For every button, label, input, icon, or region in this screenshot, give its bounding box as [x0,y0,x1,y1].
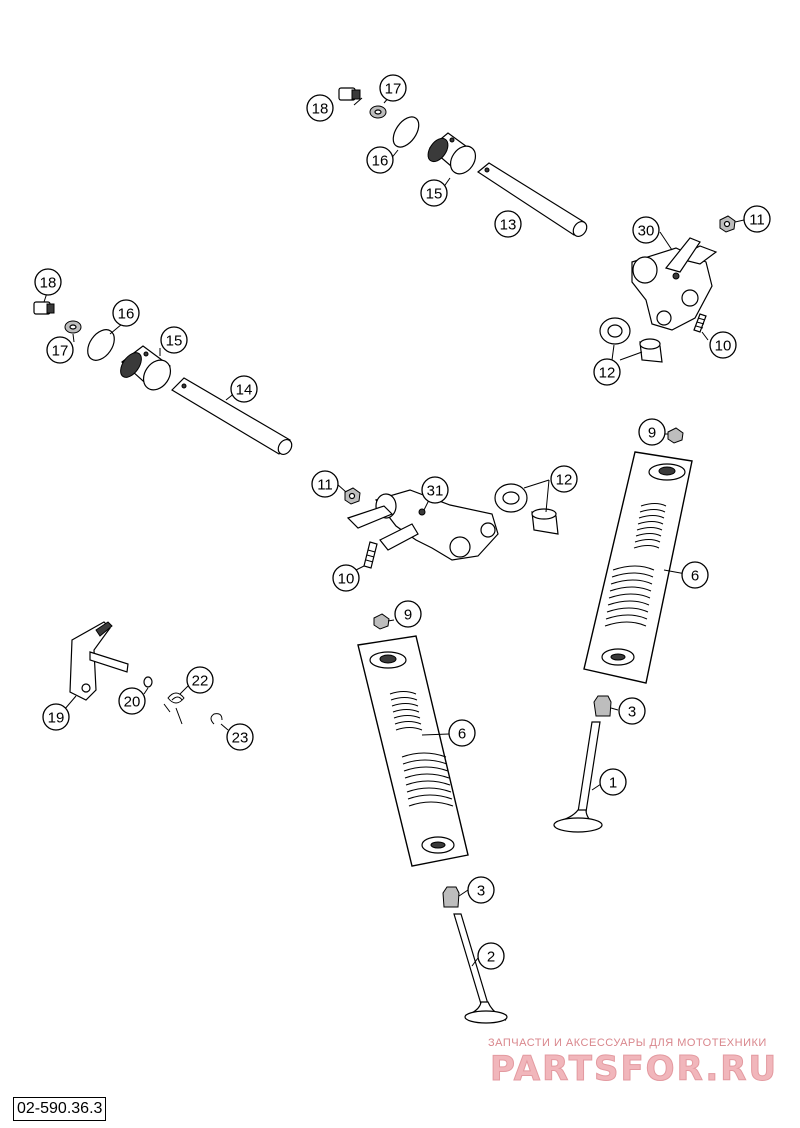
callout-9-right: 9 [638,418,666,446]
callout-10-lower: 10 [332,564,360,592]
part-17-left-washer [64,320,82,334]
callout-11-upper: 11 [743,205,771,233]
callout-label: 22 [192,673,209,690]
part-17-upper-washer [369,105,387,119]
callout-label: 3 [628,704,636,721]
callout-label: 6 [691,568,699,585]
callout-label: 14 [236,382,253,399]
callout-label: 9 [648,425,656,442]
part-12-lower-bushings [494,483,559,535]
part-9-right-keeper [667,427,684,444]
part-3-right-valve-seal [593,695,612,717]
callout-label: 18 [312,101,329,118]
drawing-reference-number: 02-590.36.3 [13,1097,107,1121]
callout-12-lower: 12 [550,465,578,493]
callout-10-upper: 10 [709,331,737,359]
part-10-lower-screw [363,541,378,569]
callout-15-left: 15 [160,326,188,354]
callout-label: 11 [749,212,765,229]
callout-18-upper: 18 [306,94,334,122]
part-6-right-spring-kit [583,451,693,684]
callout-label: 12 [599,365,616,382]
callout-label: 23 [232,730,249,747]
leader-lines [43,95,745,967]
part-1-exhaust-valve [553,721,603,833]
callout-30: 30 [632,216,660,244]
callout-6-right: 6 [681,561,709,589]
callout-2: 2 [477,942,505,970]
part-11-lower-nut [344,487,361,505]
callout-11-lower: 11 [311,470,339,498]
part-30-rocker-arm [631,237,718,331]
callout-9-left: 9 [394,600,422,628]
part-18-upper-bolt [338,87,361,101]
part-3-left-valve-seal [442,886,460,908]
part-15-upper-bushing [427,132,477,175]
callout-18-left: 18 [34,268,62,296]
callout-23: 23 [226,723,254,751]
part-12-upper-bushings [599,317,663,363]
callout-label: 19 [48,710,65,727]
part-23-circlip [210,713,223,725]
watermark: ЗАПЧАСТИ И АКСЕССУАРЫ ДЛЯ МОТОТЕХНИКИ PA… [488,1037,778,1090]
watermark-caption: ЗАПЧАСТИ И АКСЕССУАРЫ ДЛЯ МОТОТЕХНИКИ [488,1037,767,1049]
callout-label: 17 [52,343,69,360]
callout-label: 17 [385,81,402,98]
callout-3-right: 3 [618,697,646,725]
callout-31: 31 [421,476,449,504]
callout-label: 3 [477,883,485,900]
callout-22: 22 [186,666,214,694]
callout-20: 20 [118,687,146,715]
callout-label: 2 [487,949,495,966]
callout-6-left: 6 [448,719,476,747]
part-15-left-bushing [120,345,172,391]
callout-label: 13 [500,217,517,234]
part-6-left-spring-kit [357,635,469,867]
part-11-upper-nut [719,215,736,233]
part-16-left-o-ring [87,329,115,361]
part-10-upper-screw [693,313,707,333]
part-14-left-shaft [171,377,293,456]
callout-label: 20 [124,694,141,711]
part-2-intake-valve [453,913,508,1024]
callout-label: 12 [556,472,573,489]
callout-1: 1 [599,768,627,796]
callout-label: 15 [166,333,183,350]
part-19-decompression-lever [69,621,129,701]
part-18-left-bolt [33,301,55,315]
callout-label: 31 [427,483,444,500]
callout-label: 9 [404,607,412,624]
part-31-rocker-arm [346,489,499,561]
callout-17-upper: 17 [379,74,407,102]
part-9-left-keeper [373,613,390,630]
callout-label: 6 [458,726,466,743]
callout-3-left: 3 [467,876,495,904]
callout-label: 15 [426,186,443,203]
part-16-upper-o-ring [392,116,420,148]
callout-15-upper: 15 [420,179,448,207]
callout-17-left: 17 [46,336,74,364]
callout-16-left: 16 [112,299,140,327]
callout-label: 11 [317,477,333,494]
callout-label: 18 [40,275,57,292]
callout-12-upper: 12 [593,358,621,386]
callout-label: 10 [338,571,355,588]
callout-label: 1 [609,775,617,792]
callout-label: 16 [372,153,389,170]
callout-label: 30 [638,223,655,240]
callout-19: 19 [42,703,70,731]
callout-16-upper: 16 [366,146,394,174]
part-13-upper-shaft [476,162,588,238]
part-20-o-ring [143,676,153,688]
callout-13: 13 [494,210,522,238]
callout-label: 10 [715,338,732,355]
callout-14: 14 [230,375,258,403]
watermark-logo: PARTSFOR.RU [490,1049,778,1089]
part-22-spring [163,692,185,725]
callout-label: 16 [118,306,135,323]
